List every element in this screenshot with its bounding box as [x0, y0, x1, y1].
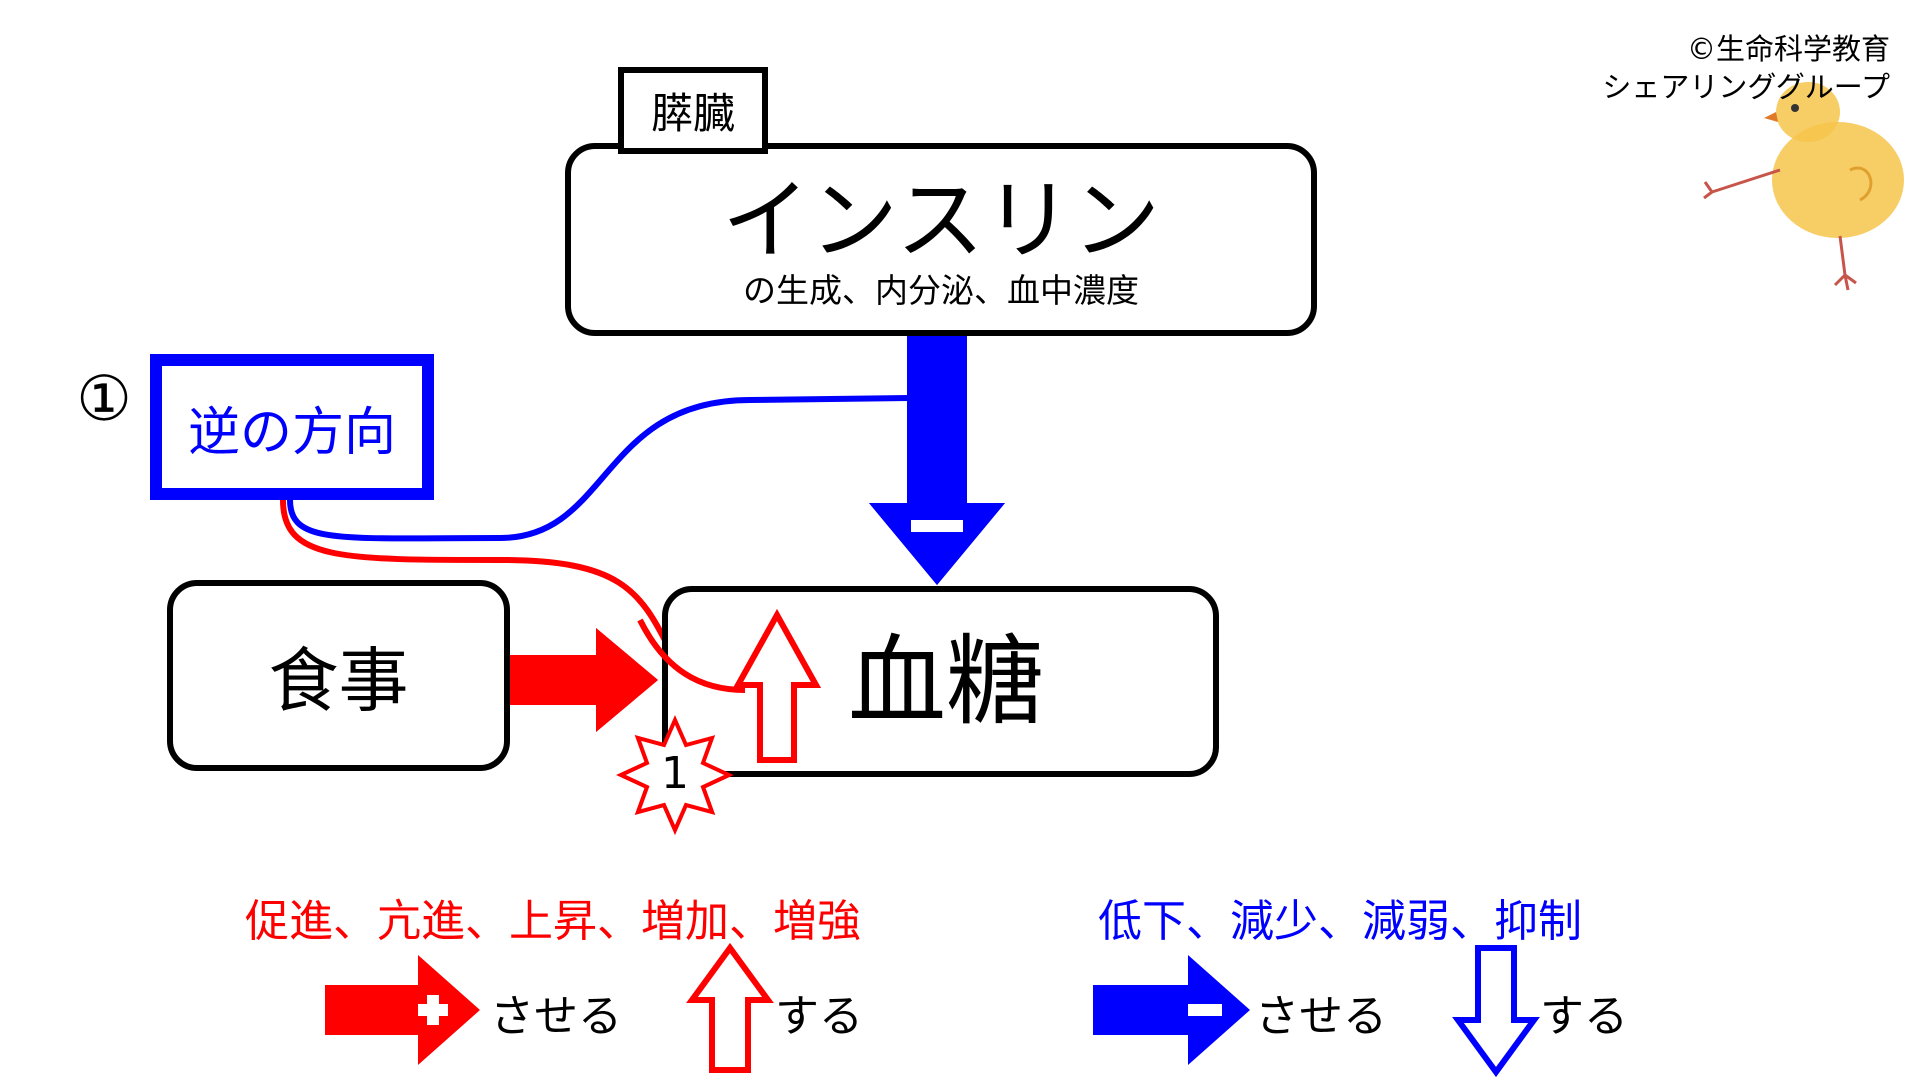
legend-down-arrow-icon — [1452, 945, 1540, 1078]
legend-blue-terms: 低下、減少、減弱、抑制 — [1098, 896, 1582, 947]
chick-icon — [1703, 82, 1904, 291]
insulin-title: インスリン — [721, 169, 1161, 272]
burst-number: 1 — [661, 748, 689, 799]
legend-red-terms: 促進、亢進、上昇、増加、増強 — [245, 896, 861, 947]
credit-block: ©生命科学教育 シェアリンググループ — [1602, 30, 1890, 106]
blue-connector-line — [287, 395, 911, 542]
blood-sugar-up-arrow-overlay — [732, 608, 822, 763]
meal-arrow-overlay — [596, 628, 658, 732]
reverse-number: ① — [76, 362, 132, 435]
blood-sugar-label: 血糖 — [848, 625, 1045, 739]
insulin-subtitle: の生成、内分泌、血中濃度 — [743, 271, 1139, 310]
credit-line2: シェアリンググループ — [1602, 70, 1890, 104]
legend-minus-saseru: させる — [1255, 991, 1387, 1042]
legend-plus-arrow-icon — [325, 955, 480, 1065]
legend-up-suru: する — [775, 991, 863, 1042]
legend-plus-saseru: させる — [490, 991, 622, 1042]
insulin-box: インスリン の生成、内分泌、血中濃度 — [565, 143, 1317, 336]
legend-minus-arrow-icon — [1093, 955, 1250, 1065]
pancreas-label: 膵臓 — [618, 67, 768, 154]
legend-down-suru: する — [1540, 991, 1628, 1042]
insulin-arrowhead-overlay — [869, 503, 1005, 585]
red-connector-end — [637, 618, 746, 693]
burst-overlay — [616, 715, 734, 835]
reverse-direction-box: 逆の方向 — [150, 354, 434, 500]
credit-line1: ©生命科学教育 — [1686, 32, 1890, 66]
meal-box: 食事 — [167, 580, 510, 771]
legend-up-arrow-icon — [686, 942, 774, 1073]
